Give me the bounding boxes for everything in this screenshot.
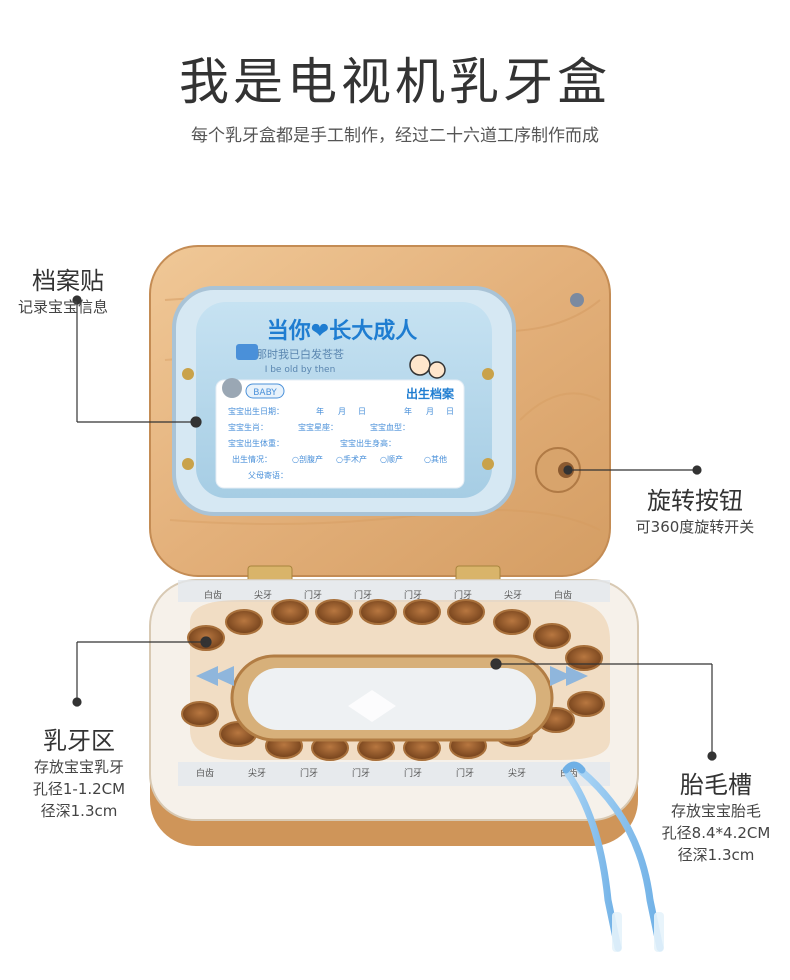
tray-label-bottom: 白齿: [196, 767, 214, 779]
card-field-label: 宝宝出生身高：: [340, 438, 396, 448]
card-banner-text: 当你❤长大成人: [267, 319, 417, 344]
card-field-label: 宝宝血型：: [370, 422, 410, 432]
tooth-hole: [359, 599, 397, 625]
annotation-heading: 胎毛槽: [680, 771, 752, 799]
arrow-right-icon: [550, 666, 572, 686]
annotation-line: 存放宝宝胎毛: [670, 802, 761, 820]
tray-label-bottom: 门牙: [404, 767, 422, 779]
card-field-label: 宝宝出生日期：: [228, 406, 284, 416]
annotation-line: 孔径8.4*4.2CM: [661, 824, 771, 842]
card-date-unit: 年: [316, 406, 324, 416]
tray-label-top: 门牙: [354, 589, 372, 601]
annotation-line: 存放宝宝乳牙: [33, 758, 124, 776]
tray-label-top: 白齿: [204, 589, 222, 601]
kid-figure-icon: [428, 361, 446, 379]
tray-label-bottom: 门牙: [456, 767, 474, 779]
tv-icon: [236, 344, 258, 360]
tooth-hole: [315, 599, 353, 625]
tooth-hole: [493, 609, 531, 635]
card-date-unit: 年: [404, 406, 412, 416]
card-date-unit: 月: [338, 407, 346, 416]
annotation-line: 记录宝宝信息: [18, 298, 109, 316]
tray-label-top: 门牙: [404, 589, 422, 601]
annotation-line: 径深1.3cm: [40, 802, 118, 820]
card-date-unit: 日: [446, 407, 454, 416]
annotation-line: 孔径1-1.2CM: [32, 780, 126, 798]
tooth-hole: [567, 691, 605, 717]
page-subtitle: 每个乳牙盒都是手工制作，经过二十六道工序制作而成: [191, 126, 599, 146]
arrow-left-icon: [212, 666, 234, 686]
card-birth-option: ○其他: [424, 454, 447, 464]
page-title: 我是电视机乳牙盒: [179, 53, 611, 111]
card-field-label: 出生情况：: [232, 454, 272, 464]
hinges: [247, 565, 501, 583]
card-birth-option: ○剖腹产: [292, 454, 323, 464]
speaker-icon: [222, 378, 242, 398]
card-field-label: 父母寄语：: [248, 470, 288, 480]
tooth-hole: [403, 599, 441, 625]
kid-figure-icon: [409, 354, 431, 376]
annotation-heading: 档案贴: [32, 267, 104, 295]
annotation-tooth-area: 乳牙区 存放宝宝乳牙 孔径1-1.2CM 径深1.3cm: [14, 726, 144, 822]
arrow-left-icon: [196, 666, 218, 686]
tooth-hole: [181, 701, 219, 727]
archive-card: 当你❤长大成人 那时我已白发苍苍 I be old by then BABY 出…: [215, 319, 465, 489]
arrow-right-icon: [566, 666, 588, 686]
tray-label-top: 白齿: [554, 589, 572, 601]
tooth-hole: [271, 599, 309, 625]
card-date-unit: 日: [358, 407, 366, 416]
annotation-hair-slot: 胎毛槽 存放宝宝胎毛 孔径8.4*4.2CM 径深1.3cm: [648, 770, 784, 866]
card-field-label: 宝宝生肖：: [228, 422, 268, 432]
card-birth-option: ○手术产: [336, 454, 367, 464]
tray-label-bottom: 尖牙: [248, 767, 266, 779]
tray-label-top: 门牙: [454, 589, 472, 601]
tooth-hole: [225, 609, 263, 635]
tray-label-bottom: 门牙: [352, 767, 370, 779]
annotation-line: 可360度旋转开关: [635, 518, 755, 536]
annotation-heading: 乳牙区: [43, 727, 115, 755]
annotation-heading: 旋转按钮: [647, 487, 743, 515]
tray-label-bottom: 门牙: [300, 767, 318, 779]
tooth-hole: [447, 599, 485, 625]
tray-label-bottom: 尖牙: [508, 767, 526, 779]
tooth-hole: [565, 645, 603, 671]
tooth-hole: [533, 623, 571, 649]
tweezers-icon: [562, 761, 664, 952]
tray-label-top: 门牙: [304, 589, 322, 601]
box-base: 白齿尖牙门牙门牙门牙门牙尖牙白齿 白齿尖牙门牙门牙门牙门牙尖牙白齿: [149, 579, 639, 846]
card-birth-option: ○顺产: [380, 454, 403, 464]
card-field-label: 宝宝出生体重：: [228, 438, 284, 448]
card-line1-text: 那时我已白发苍苍: [256, 347, 344, 361]
baby-tag-text: BABY: [253, 388, 277, 398]
annotation-rotary-knob: 旋转按钮 可360度旋转开关: [610, 486, 780, 538]
tray-label-top: 尖牙: [504, 589, 522, 601]
annotation-line: 径深1.3cm: [677, 846, 755, 864]
card-line2-text: I be old by then: [265, 365, 336, 375]
tray-label-top: 尖牙: [254, 589, 272, 601]
record-title-text: 出生档案: [406, 386, 455, 401]
card-field-label: 宝宝星座：: [298, 422, 338, 432]
annotation-archive-sticker: 档案贴 记录宝宝信息: [18, 266, 138, 318]
card-date-unit: 月: [426, 407, 434, 416]
